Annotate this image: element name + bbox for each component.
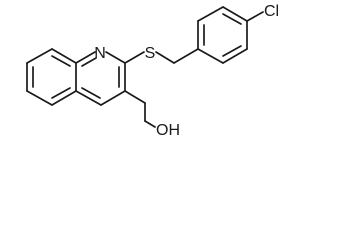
atom-label-sulfur: S <box>145 45 156 62</box>
bond <box>51 48 77 64</box>
bond <box>144 120 156 128</box>
bond <box>246 11 264 22</box>
bond <box>26 48 53 64</box>
bond <box>100 90 126 106</box>
chemical-structure: N S Cl OH <box>26 3 279 139</box>
bond <box>173 48 199 64</box>
bond-inner-double <box>81 57 97 67</box>
bond <box>124 90 146 104</box>
bond-inner-double <box>51 87 71 99</box>
bond-inner-double <box>222 45 242 57</box>
atom-label-hydroxyl: OH <box>156 122 180 139</box>
atom-label-nitrogen: N <box>94 45 106 62</box>
bond <box>26 90 53 106</box>
bond <box>124 51 145 64</box>
bond-inner-double <box>222 13 242 25</box>
bond <box>75 51 96 64</box>
bond <box>222 48 248 64</box>
bond <box>105 51 126 64</box>
bond <box>197 48 224 64</box>
bond-lines <box>26 6 264 128</box>
bond <box>197 6 224 22</box>
atom-label-chlorine: Cl <box>264 3 279 20</box>
bond <box>155 51 175 64</box>
bond <box>75 90 102 106</box>
bond <box>51 90 77 106</box>
bond <box>222 6 248 22</box>
bond-inner-double <box>51 55 71 67</box>
bond-inner-double <box>81 87 101 99</box>
